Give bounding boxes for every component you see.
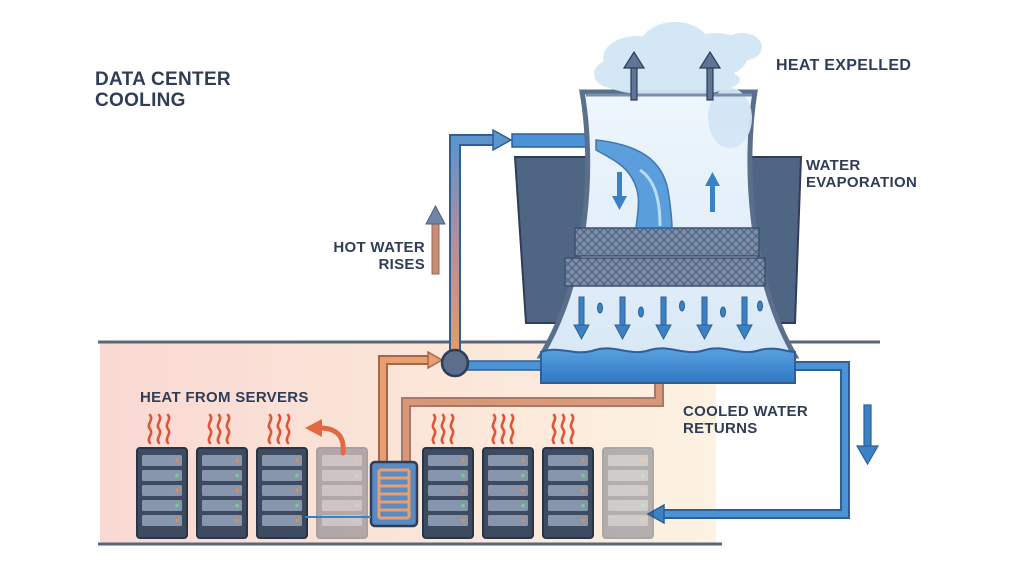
hot-water-rises-arrow [425, 204, 446, 275]
pump-valve-icon [440, 348, 470, 378]
top-inlet-arrowhead [492, 128, 513, 152]
server-rack-icon [196, 447, 248, 539]
vertical-riser-pipe [449, 134, 496, 350]
server-rack-icon [602, 447, 654, 539]
heat-flow-arrow [317, 425, 346, 456]
water-basin [540, 347, 796, 384]
diagram-title: DATA CENTER COOLING [95, 69, 231, 111]
server-rack-icon [482, 447, 534, 539]
fill-media-lower [564, 257, 766, 287]
server-rack-icon [542, 447, 594, 539]
server-rack-icon [136, 447, 188, 539]
label-heat-expelled: HEAT EXPELLED [776, 57, 912, 74]
label-hot-water-rises: HOT WATER RISES [333, 239, 425, 273]
heat-expelled-arrows [622, 50, 722, 101]
label-cooled-water-returns: COOLED WATER RETURNS [683, 403, 808, 437]
server-rack-icon [256, 447, 308, 539]
falling-water [573, 296, 763, 341]
inner-down-arrow [612, 172, 627, 210]
inner-up-arrow [705, 172, 720, 212]
cooled-down-arrow [855, 404, 880, 466]
server-rack-icon [422, 447, 474, 539]
top-inlet-nozzle [511, 133, 595, 148]
fill-media-upper [574, 227, 760, 257]
heat-exchanger-icon [369, 460, 419, 528]
label-water-evaporation: WATER EVAPORATION [806, 157, 918, 191]
water-spray [595, 139, 673, 229]
return-arrowhead [646, 503, 665, 525]
label-heat-from-servers: HEAT FROM SERVERS [140, 389, 309, 406]
server-rack-icon [316, 447, 368, 539]
